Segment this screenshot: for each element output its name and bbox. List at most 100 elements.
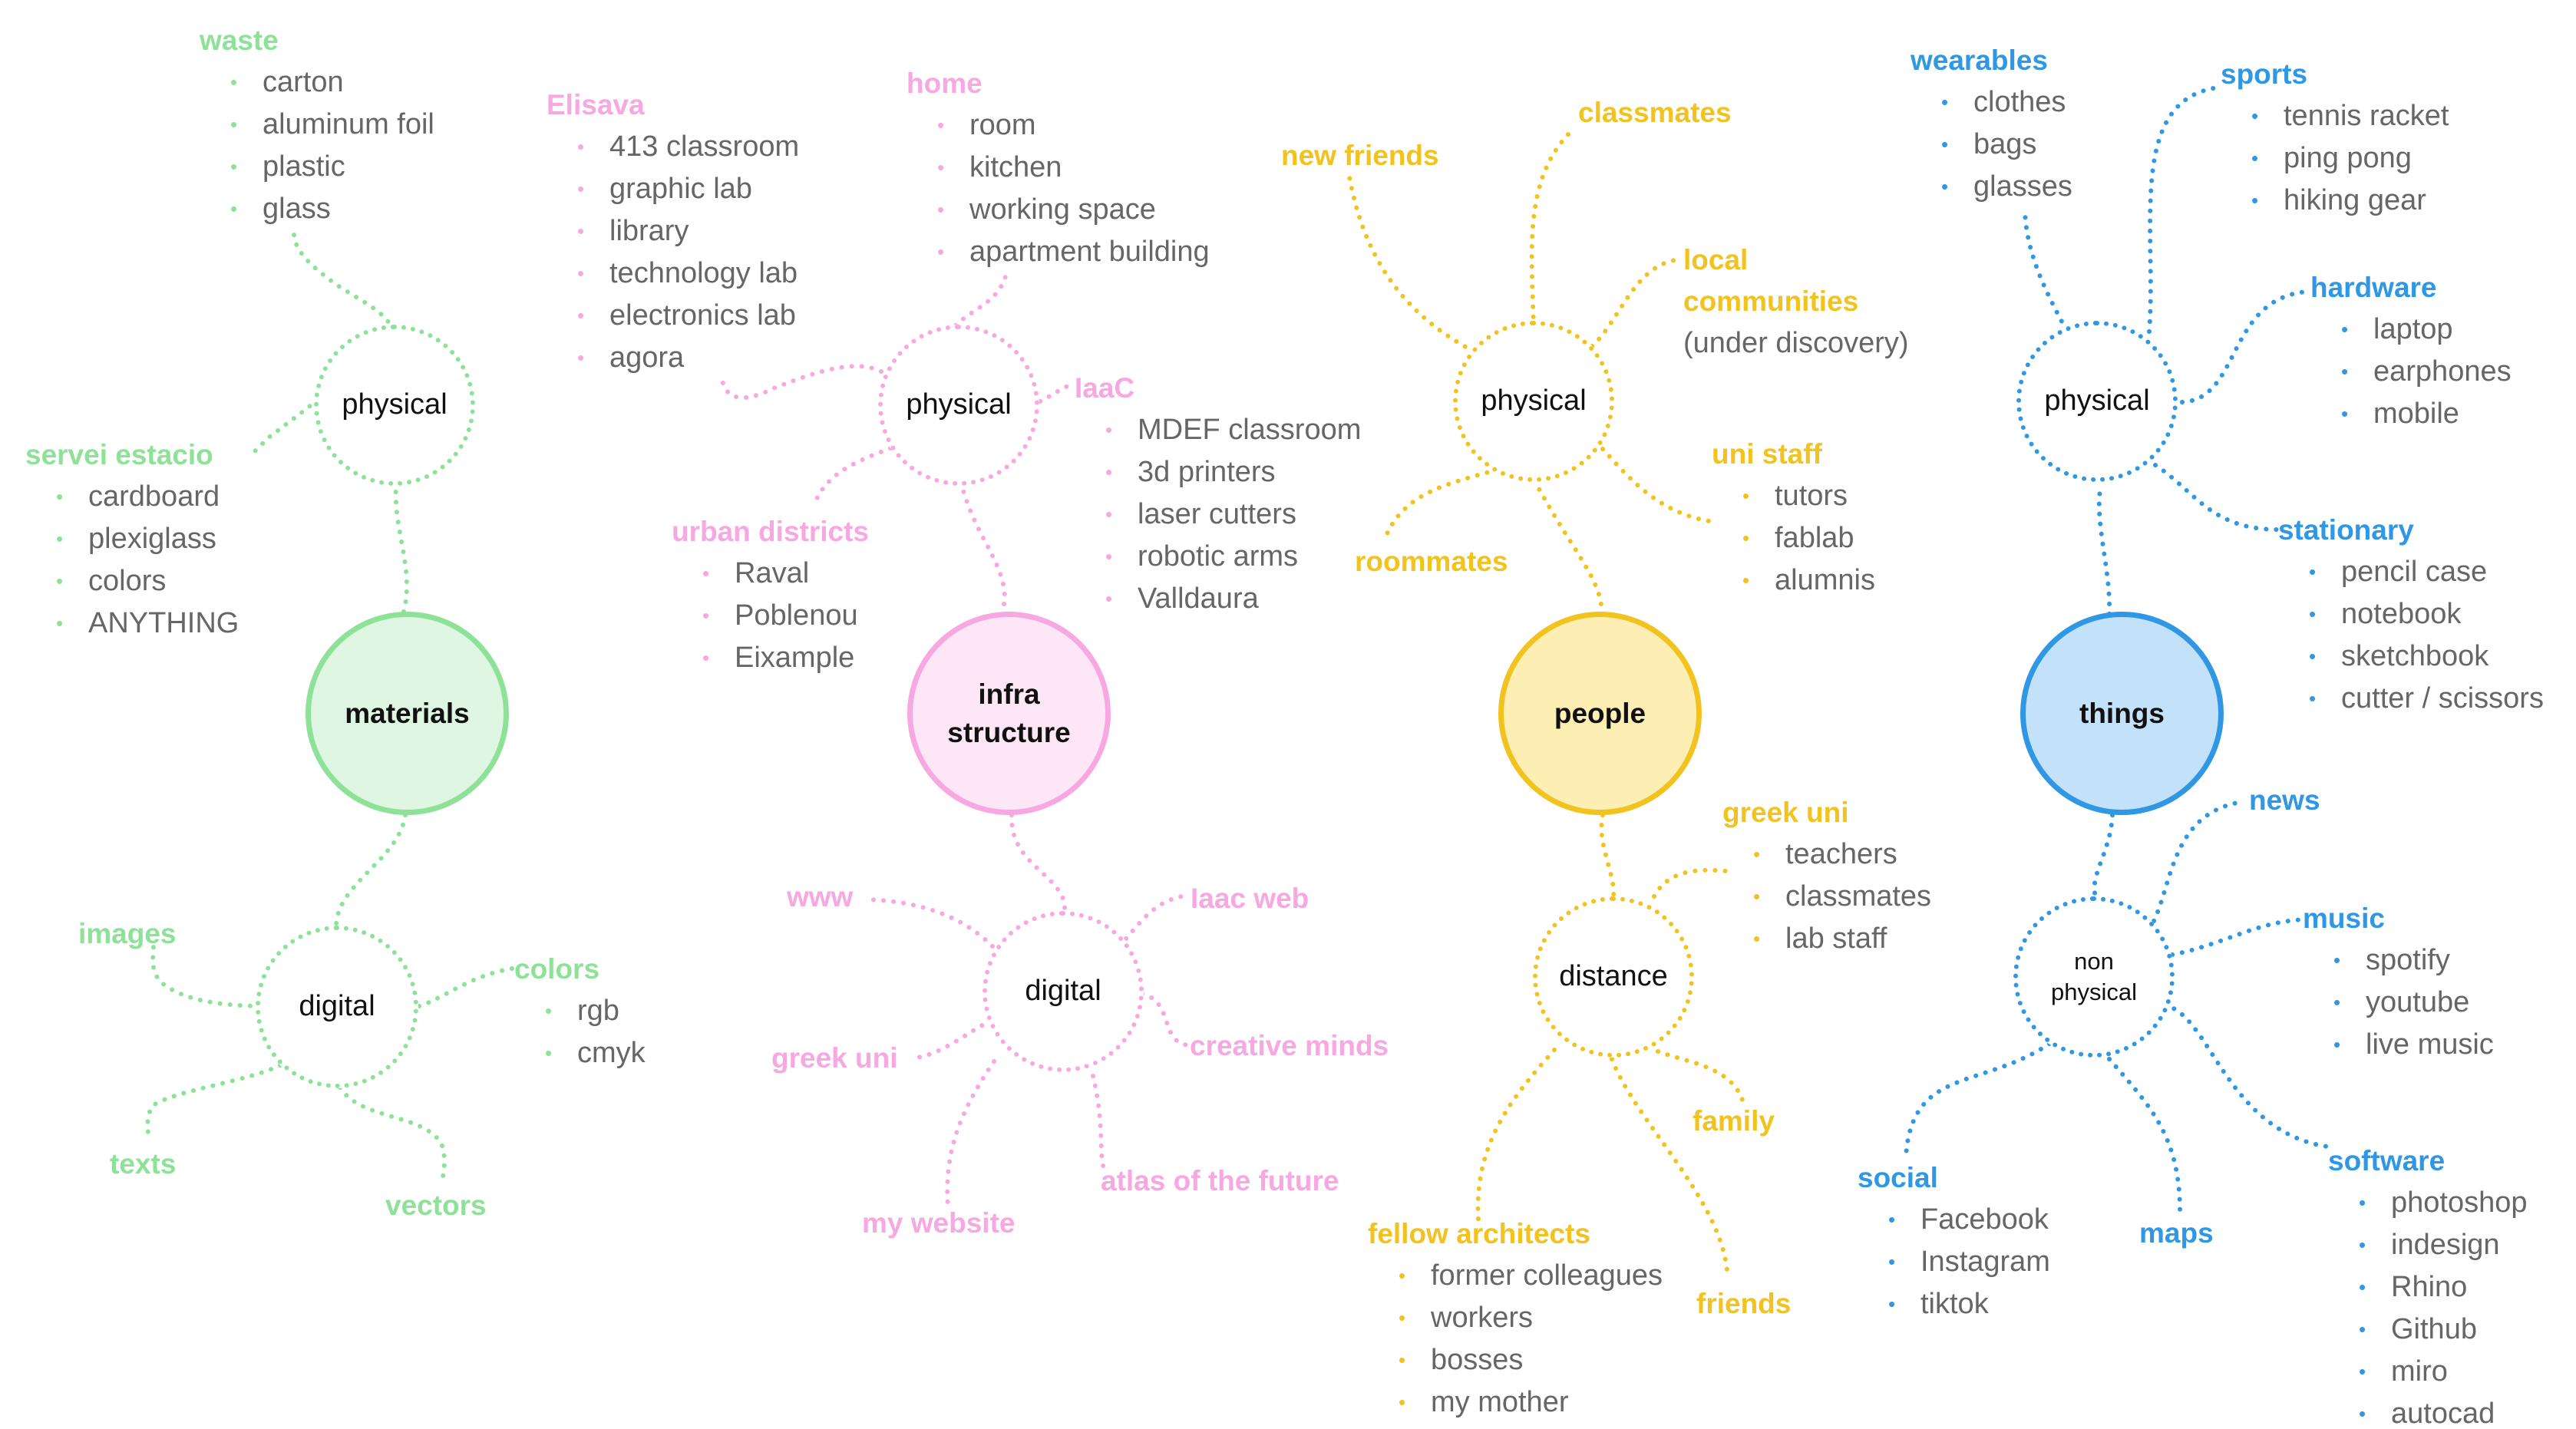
list-item: working space: [937, 189, 1210, 231]
news-leaf: news: [2249, 784, 2320, 816]
list-item: miro: [2359, 1351, 2528, 1393]
list-item: teachers: [1753, 833, 1931, 876]
vectors-leaf: vectors: [385, 1190, 487, 1221]
people-physical-node[interactable]: physical: [1453, 321, 1614, 482]
atlas-of-the-future-leaf: atlas of the future: [1101, 1165, 1339, 1196]
list-item: rgb: [545, 990, 646, 1032]
list-item: MDEF classroom: [1105, 409, 1361, 451]
list-item: youtube: [2333, 982, 2494, 1024]
list-item: autocad: [2359, 1393, 2528, 1429]
music-label: music: [2303, 903, 2385, 934]
list-item: ping pong: [2251, 137, 2449, 180]
software-label: software: [2328, 1145, 2446, 1177]
hardware-label: hardware: [2310, 272, 2437, 303]
list-item: cmyk: [545, 1032, 646, 1074]
list-item: Github: [2359, 1309, 2528, 1351]
wearables-label: wearables: [1911, 45, 2048, 76]
people-distance-node[interactable]: distance: [1533, 896, 1694, 1058]
friends-leaf: friends: [1696, 1288, 1792, 1319]
greek-uni-label: greek uni: [1722, 797, 1849, 828]
list-item: Rhino: [2359, 1266, 2528, 1309]
list-item: plastic: [230, 146, 434, 188]
greek-uni-group: greek uni teachers classmates lab staff: [1722, 792, 1931, 960]
sports-group: sports tennis racket ping pong hiking ge…: [2221, 54, 2449, 222]
local-communities-group: local communities (under discovery): [1683, 239, 1909, 365]
list-item: graphic lab: [577, 168, 799, 210]
list-item: colors: [56, 560, 239, 602]
uni-staff-group: uni staff tutors fablab alumnis: [1712, 434, 1875, 602]
home-group: home room kitchen working space apartmen…: [907, 63, 1210, 273]
list-item: tennis racket: [2251, 95, 2449, 137]
things-connectors: [1904, 85, 2336, 1213]
list-item: Valldaura: [1105, 578, 1361, 620]
list-item: Instagram: [1888, 1241, 2050, 1283]
family-leaf: family: [1693, 1105, 1775, 1137]
my-website-leaf: my website: [862, 1207, 1016, 1239]
infrastructure-physical-node[interactable]: physical: [878, 325, 1039, 486]
list-item: fablab: [1742, 517, 1875, 559]
people-hub-label: people: [1554, 697, 1646, 729]
uni-staff-label: uni staff: [1712, 438, 1822, 470]
colors-label: colors: [514, 953, 600, 985]
list-item: clothes: [1941, 81, 2072, 124]
elisava-label: Elisava: [547, 89, 645, 120]
list-item: laser cutters: [1105, 493, 1361, 536]
list-item: my mother: [1399, 1381, 1663, 1424]
list-item: ANYTHING: [56, 602, 239, 645]
maps-leaf: maps: [2139, 1217, 2214, 1249]
iaac-group: IaaC MDEF classroom 3d printers laser cu…: [1075, 368, 1361, 620]
list-item: indesign: [2359, 1224, 2528, 1266]
infrastructure-digital-node[interactable]: digital: [983, 911, 1144, 1072]
waste-label: waste: [200, 25, 279, 56]
list-item: hiking gear: [2251, 180, 2449, 222]
list-item: laptop: [2341, 309, 2512, 351]
people-hub[interactable]: people: [1498, 612, 1702, 815]
fellow-architects-label: fellow architects: [1368, 1218, 1590, 1249]
stationary-group: stationary pencil case notebook sketchbo…: [2278, 510, 2544, 720]
list-item: technology lab: [577, 252, 799, 295]
list-item: former colleagues: [1399, 1255, 1663, 1297]
things-hub[interactable]: things: [2020, 612, 2224, 815]
list-item: live music: [2333, 1024, 2494, 1066]
infrastructure-hub[interactable]: infra structure: [907, 612, 1111, 815]
things-non-physical-node[interactable]: non physical: [2013, 896, 2175, 1058]
materials-physical-node[interactable]: physical: [314, 325, 475, 486]
materials-connectors: [145, 233, 514, 1184]
list-item: glasses: [1941, 166, 2072, 208]
list-item: carton: [230, 61, 434, 104]
colors-group: colors rgb cmyk: [514, 949, 646, 1074]
list-item: mobile: [2341, 393, 2512, 435]
iaac-label: IaaC: [1075, 372, 1135, 404]
fellow-architects-group: fellow architects former colleagues work…: [1368, 1213, 1663, 1424]
things-physical-node[interactable]: physical: [2016, 321, 2178, 482]
list-item: photoshop: [2359, 1182, 2528, 1224]
list-item: cutter / scissors: [2309, 678, 2544, 720]
iaac-web-leaf: Iaac web: [1191, 883, 1309, 914]
list-item: agora: [577, 337, 799, 379]
list-item: aluminum foil: [230, 104, 434, 146]
servei-estacio-group: servei estacio cardboard plexiglass colo…: [25, 434, 239, 645]
classmates-leaf: classmates: [1578, 97, 1732, 128]
infrastructure-hub-label: infra structure: [947, 678, 1071, 748]
list-item: 413 classroom: [577, 126, 799, 168]
list-item: bosses: [1399, 1339, 1663, 1381]
materials-hub-label: materials: [345, 697, 470, 729]
materials-hub[interactable]: materials: [305, 612, 509, 815]
list-item: cardboard: [56, 476, 239, 518]
texts-leaf: texts: [110, 1148, 177, 1180]
new-friends-leaf: new friends: [1281, 140, 1439, 171]
elisava-group: Elisava 413 classroom graphic lab librar…: [547, 84, 799, 379]
materials-digital-node[interactable]: digital: [256, 926, 418, 1088]
list-item: workers: [1399, 1297, 1663, 1339]
list-item: Raval: [702, 553, 869, 595]
things-hub-label: things: [2079, 697, 2165, 729]
creative-minds-leaf: creative minds: [1190, 1030, 1389, 1061]
list-item: classmates: [1753, 876, 1931, 918]
list-item: apartment building: [937, 231, 1210, 273]
urban-districts-group: urban districts Raval Poblenou Eixample: [672, 511, 869, 679]
list-item: 3d printers: [1105, 451, 1361, 493]
list-item: Poblenou: [702, 595, 869, 637]
list-item: library: [577, 210, 799, 252]
